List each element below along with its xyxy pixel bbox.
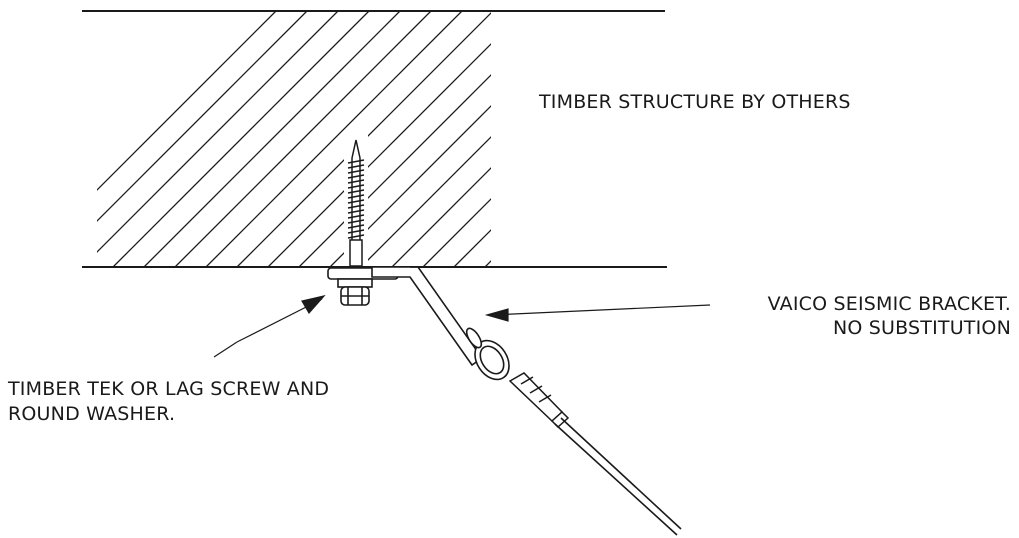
- hatch-line: [764, 11, 1019, 267]
- hatch-line: [733, 11, 989, 267]
- hatch-line: [174, 11, 432, 267]
- hatch-line: [422, 198, 491, 267]
- bracket-label-line1: VAICO SEISMIC BRACKET.: [767, 293, 1011, 315]
- hatch-line: [360, 136, 491, 267]
- hatch-line: [205, 11, 463, 267]
- hatch-line: [484, 260, 491, 267]
- hatch-line: [640, 11, 896, 267]
- hatch-line: [795, 11, 1019, 267]
- seismic-bracket: [371, 266, 484, 367]
- hatch-line: [267, 43, 491, 267]
- hatch-line: [671, 11, 927, 267]
- thread-line: [347, 229, 365, 234]
- hatch-line: [97, 11, 308, 222]
- hatch-line: [578, 11, 834, 267]
- timber-hatching: [97, 11, 1019, 267]
- thread-line: [347, 199, 365, 204]
- thread-line: [347, 214, 365, 219]
- hatch-line: [919, 11, 1019, 267]
- thread-line: [347, 159, 365, 164]
- lag-screw: [347, 139, 365, 267]
- hatch-line: [112, 11, 370, 267]
- hatch-line: [97, 11, 339, 253]
- hatch-line: [857, 11, 1019, 267]
- hatch-line: [298, 74, 491, 267]
- leader-lines: [213, 295, 711, 358]
- thread-line: [347, 234, 365, 239]
- thread-line: [347, 224, 365, 229]
- hatch-line: [702, 11, 958, 267]
- hatch-line: [97, 11, 277, 191]
- hatch-line: [826, 11, 1019, 267]
- screw-leader-arrow: [301, 295, 326, 315]
- thread-line: [347, 204, 365, 209]
- hatch-line: [547, 11, 803, 267]
- bracket-leader-arrow: [484, 308, 509, 322]
- screw-label-line1: TIMBER TEK OR LAG SCREW AND: [8, 378, 330, 400]
- screw-leader: [213, 341, 238, 358]
- wire-rope: [554, 417, 682, 536]
- hatch-line: [391, 167, 491, 267]
- timber-structure-label: TIMBER STRUCTURE BY OTHERS: [539, 91, 851, 113]
- screw-threads: [347, 159, 365, 239]
- hatch-line: [888, 11, 1019, 267]
- hatch-line: [453, 229, 491, 267]
- hatch-line: [143, 11, 401, 267]
- bracket-label-line2: NO SUBSTITUTION: [832, 317, 1011, 339]
- thread-line: [347, 189, 365, 194]
- thread-line: [347, 174, 365, 179]
- eyelet-loop: [465, 327, 510, 381]
- hatch-line: [609, 11, 865, 267]
- thread-line: [347, 219, 365, 224]
- thread-line: [347, 164, 365, 169]
- thread-line: [347, 209, 365, 214]
- hatch-line: [329, 105, 491, 267]
- thread-line: [347, 184, 365, 189]
- wire-ferrule: [508, 372, 570, 429]
- thread-line: [347, 194, 365, 199]
- thread-line: [347, 169, 365, 174]
- screw-label-line2: ROUND WASHER.: [8, 403, 176, 425]
- thread-line: [347, 179, 365, 184]
- bracket-leader: [491, 304, 711, 316]
- hatch-line: [516, 11, 772, 267]
